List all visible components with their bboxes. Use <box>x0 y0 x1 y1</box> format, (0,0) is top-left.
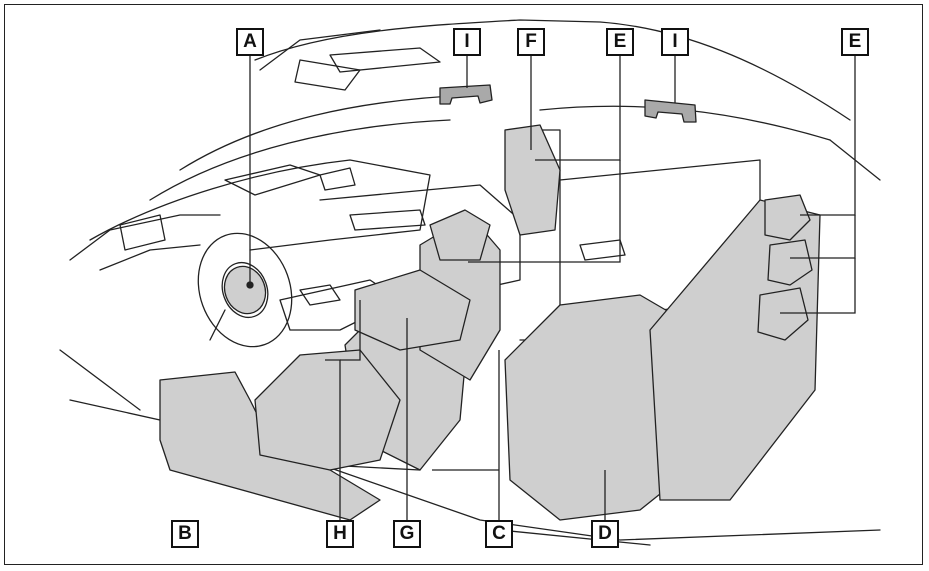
sun-visor <box>294 59 361 91</box>
label-b: B <box>171 520 199 548</box>
leader-h2 <box>340 300 361 361</box>
label-f: F <box>517 28 545 56</box>
label-i-left: I <box>453 28 481 56</box>
driver-seat-cushion <box>254 349 401 471</box>
steering-wheel <box>197 232 293 348</box>
rear-headrest-3 <box>757 287 809 341</box>
roof-outline <box>254 19 851 121</box>
label-i-right: I <box>661 28 689 56</box>
label-e-right: E <box>841 28 869 56</box>
front-headrest <box>504 124 561 236</box>
label-g: G <box>393 520 421 548</box>
leader-e2c <box>780 258 856 314</box>
leader-e1b <box>468 160 621 263</box>
windshield-top <box>179 94 471 171</box>
label-d: D <box>591 520 619 548</box>
label-e-center: E <box>606 28 634 56</box>
label-a: A <box>236 28 264 56</box>
rear-headrest-1 <box>764 194 811 241</box>
label-h: H <box>326 520 354 548</box>
label-c: C <box>485 520 513 548</box>
diagram-frame <box>4 4 923 565</box>
steering-hub <box>223 265 267 315</box>
grab-handle-left <box>439 84 493 105</box>
dashboard <box>89 159 431 251</box>
infotainment-screen <box>119 214 166 251</box>
passenger-headrest <box>429 209 491 261</box>
passenger-seat-cushion <box>354 269 471 351</box>
grab-handle-right <box>644 99 697 123</box>
rear-headrest-2 <box>767 239 813 286</box>
leader-e2 <box>800 56 856 216</box>
